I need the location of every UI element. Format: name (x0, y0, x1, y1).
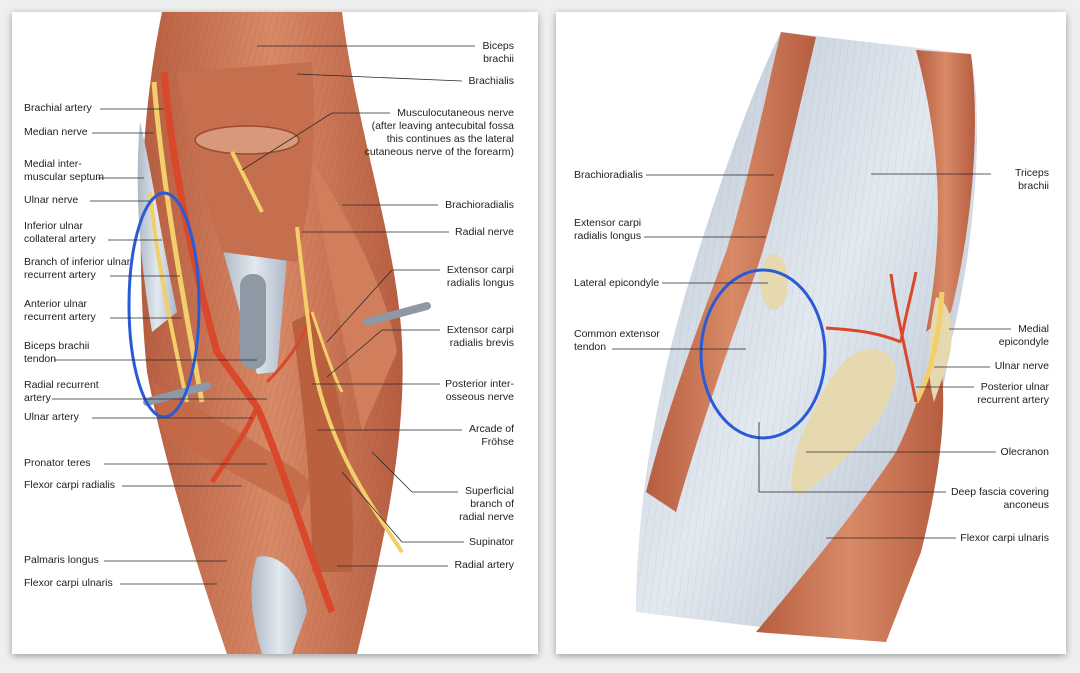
musculocutaneous-nerve (230, 151, 264, 213)
flexor-carpi-ulnaris-shape (756, 342, 944, 642)
label-medial-intermuscular-septum: Medial inter-muscular septum (24, 158, 104, 183)
highlight-circle-right (699, 268, 827, 440)
anterior-elbow-illustration (52, 12, 475, 654)
left-panel-leaders-right (241, 45, 475, 567)
brachioradialis-strip (646, 32, 816, 512)
triceps-muscle-band (916, 50, 975, 332)
highlight-circle-left (127, 191, 201, 419)
label-radial-artery: Radial artery (454, 559, 514, 571)
label-flexor-carpi-radialis: Flexor carpi radialis (24, 479, 116, 491)
retractor-rod-right (363, 301, 431, 327)
palmaris-tendon-shape (251, 556, 307, 654)
label-supinator: Supinator (469, 536, 514, 548)
label-flexor-carpi-ulnaris: Flexor carpi ulnaris (24, 577, 113, 589)
label-flexor-carpi-ulnaris-right: Flexor carpi ulnaris (960, 532, 1049, 544)
ulnar-artery (209, 406, 260, 484)
forearm-extensors-shape (292, 312, 353, 572)
label-olecranon: Olecranon (1000, 446, 1049, 458)
label-brachial-artery: Brachial artery (24, 102, 92, 114)
label-musculocutaneous-nerve: Musculocutaneous nerve(after leaving ant… (364, 107, 514, 158)
posterior-ulnar-recurrent-artery (825, 271, 918, 403)
medial-epicondyle-shape (928, 297, 952, 402)
posterior-elbow-illustration (612, 32, 1011, 642)
ulnar-nerve (148, 191, 189, 403)
lateral-epicondyle-shape (760, 254, 788, 310)
pronator-teres-shape (152, 382, 312, 512)
label-ulnar-artery: Ulnar artery (24, 411, 79, 423)
label-posterior-interosseous-nerve: Posterior inter-osseous nerve (445, 378, 514, 403)
brachioradialis-shape (312, 162, 397, 432)
radial-nerve (295, 226, 404, 554)
label-brachioradialis-left: Brachioradialis (445, 199, 514, 211)
left-panel-leaders-left (52, 108, 267, 585)
label-brachialis: Brachialis (468, 75, 514, 87)
right-panel-leaders (612, 173, 1011, 539)
biceps-cut-surface (194, 125, 300, 155)
anterior-elbow-panel: Brachial artery Median nerve Medial inte… (12, 12, 538, 654)
medial-septum-shape (137, 122, 177, 332)
brachial-artery (160, 71, 336, 614)
posterior-interosseous-nerve (310, 311, 344, 393)
label-median-nerve: Median nerve (24, 126, 88, 138)
retractor-rod-lower (143, 381, 211, 407)
brachialis-shape (177, 62, 314, 262)
label-palmaris-longus: Palmaris longus (24, 554, 99, 566)
retractor-rod-center (240, 274, 266, 369)
olecranon-shape (791, 348, 896, 495)
label-pronator-teres: Pronator teres (24, 457, 91, 469)
ulnar-nerve-right (913, 291, 945, 404)
label-radial-nerve: Radial nerve (455, 226, 514, 238)
label-lateral-epicondyle: Lateral epicondyle (574, 277, 660, 289)
label-ulnar-nerve: Ulnar nerve (24, 194, 79, 206)
label-ulnar-nerve-right: Ulnar nerve (994, 360, 1049, 372)
label-brachioradialis-right: Brachioradialis (574, 169, 643, 181)
